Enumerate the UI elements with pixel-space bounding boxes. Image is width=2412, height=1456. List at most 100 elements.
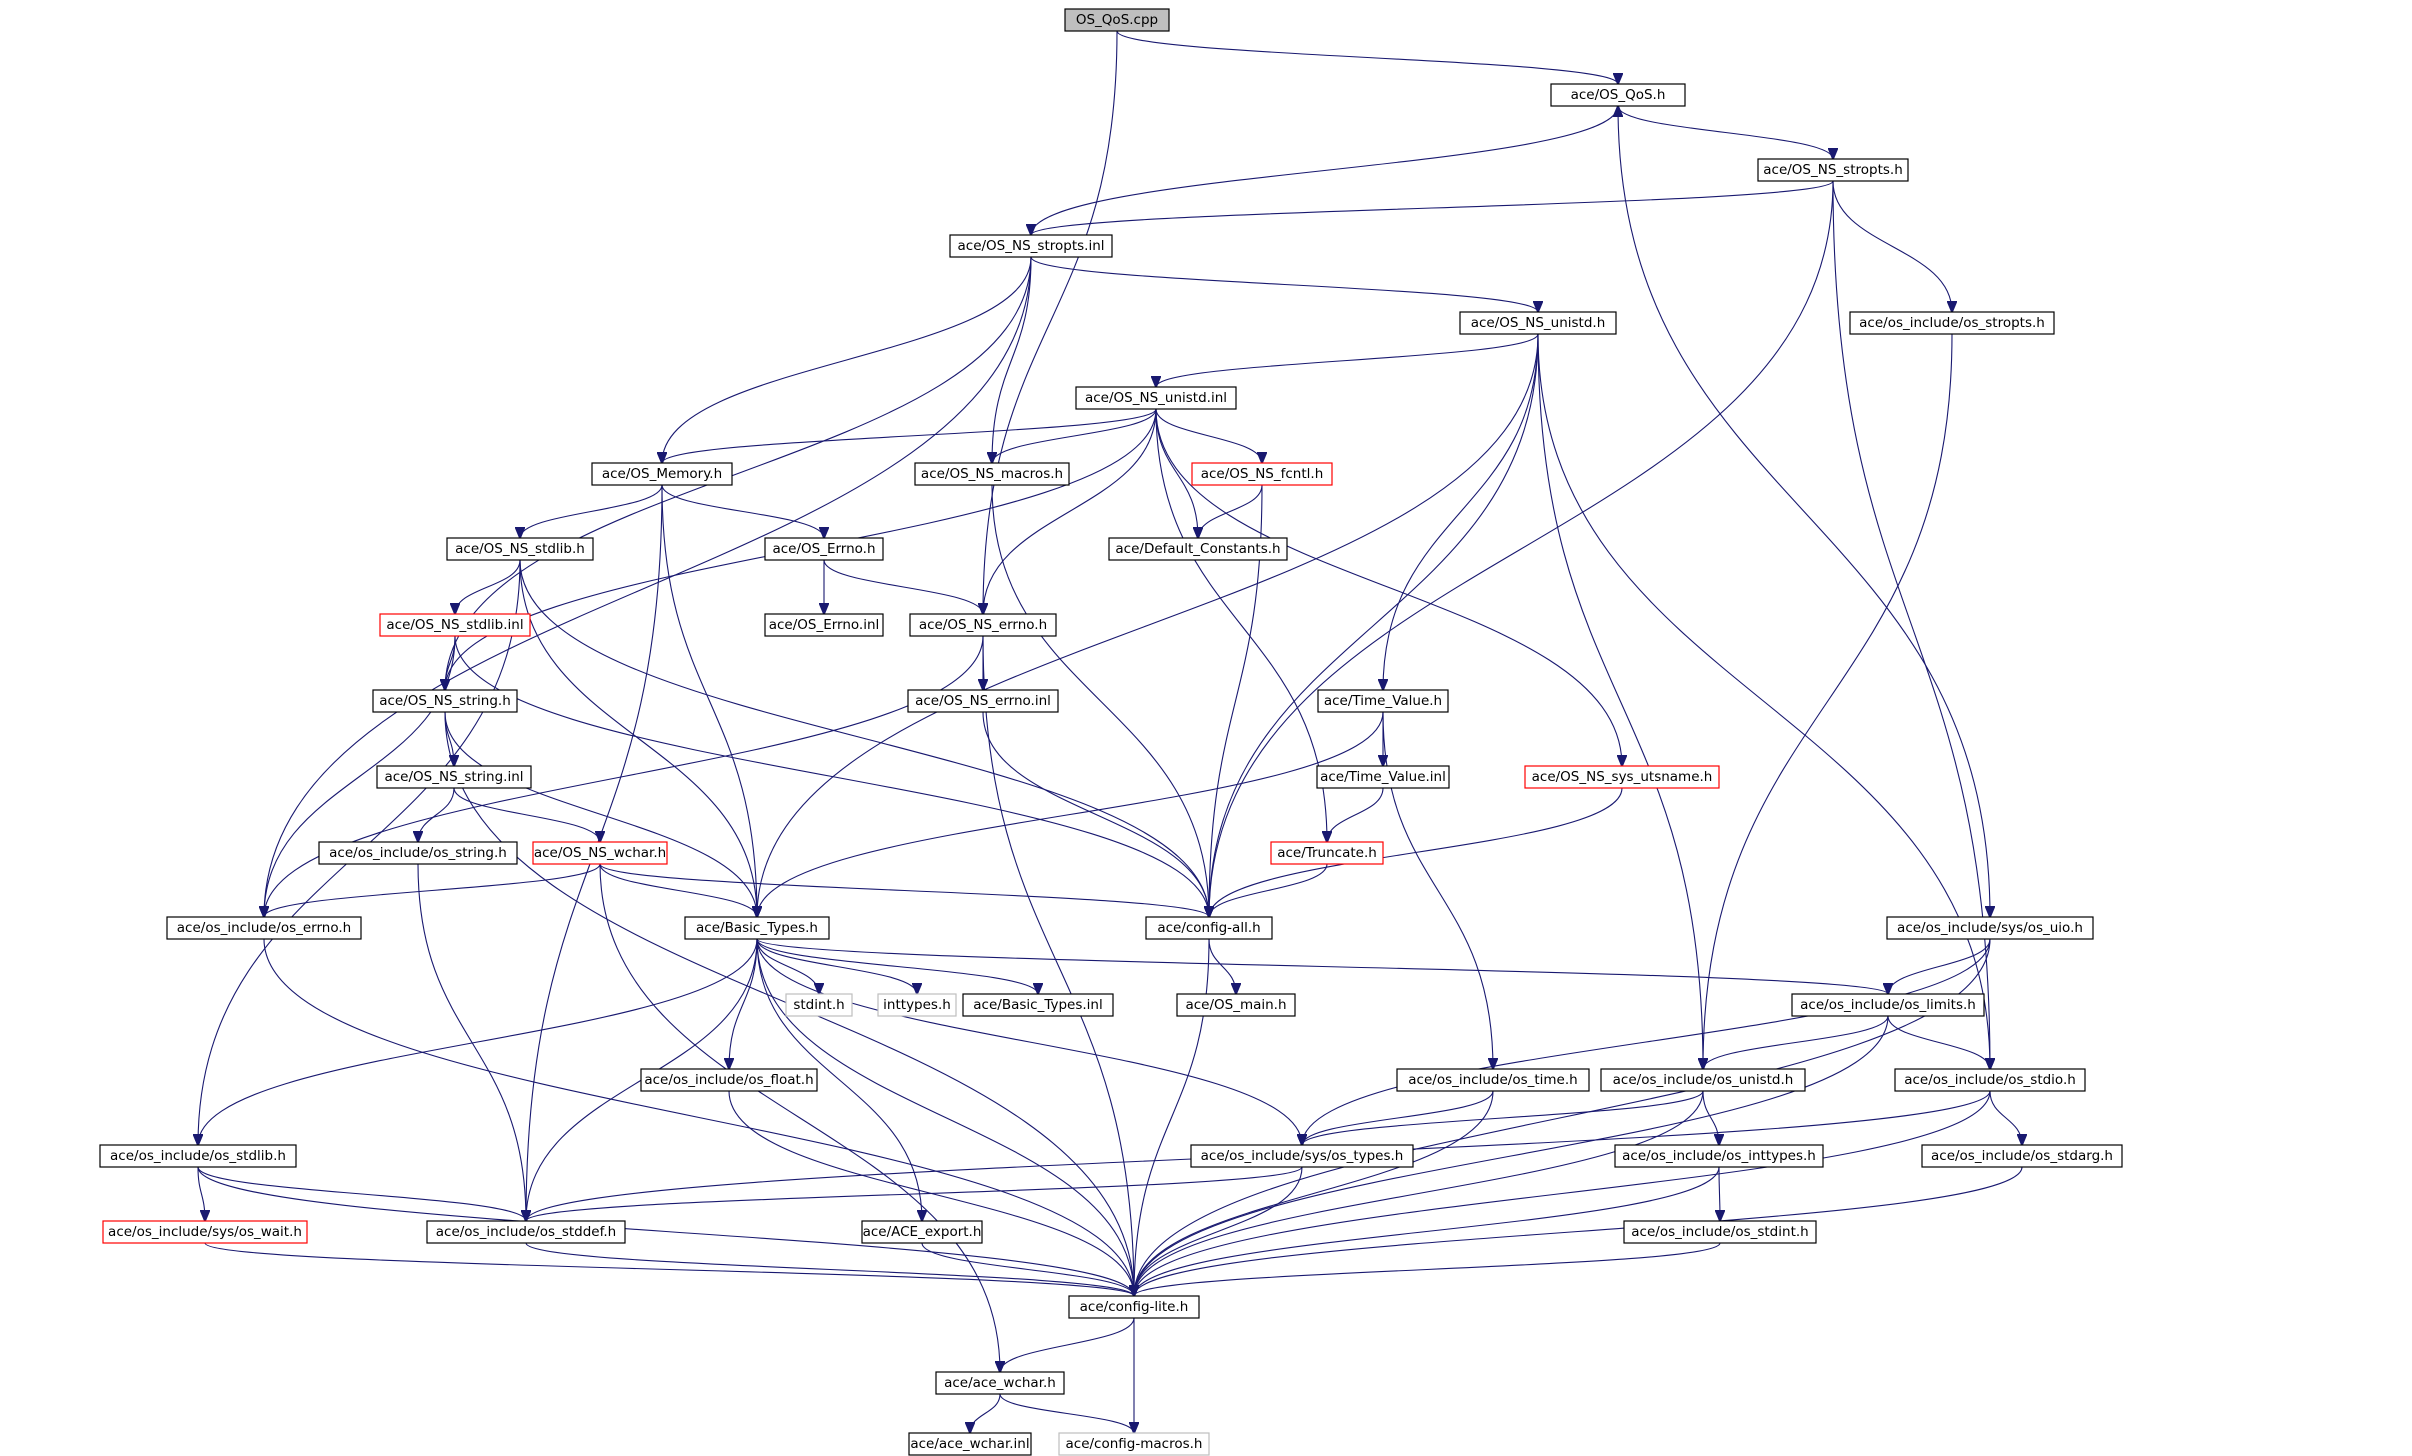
node-label: stdint.h (793, 997, 844, 1013)
node-box (372, 689, 518, 713)
edge-ns-stdlib-h-to-config-all-h (519, 559, 1209, 917)
edge-truncate-h-to-config-all-h (1209, 863, 1328, 917)
edge-ace-wchar-h-to-config-macros-h (999, 1393, 1134, 1433)
node-ns-fcntl-h[interactable]: ace/OS_NS_fcntl.h (1191, 462, 1333, 486)
node-ns-string-h[interactable]: ace/OS_NS_string.h (372, 689, 518, 713)
node-time-value-h[interactable]: ace/Time_Value.h (1317, 689, 1449, 713)
node-ace-wchar-inl[interactable]: ace/ace_wchar.inl (908, 1432, 1032, 1456)
node-label: ace/os_include/os_stropts.h (1859, 315, 2045, 331)
edge-config-all-h-to-config-lite-h (1134, 938, 1210, 1296)
node-osinc-inttypes-h[interactable]: ace/os_include/os_inttypes.h (1614, 1144, 1824, 1168)
edge-ns-wchar-h-to-basic-types-h (599, 863, 757, 917)
node-osinc-stdlib-h[interactable]: ace/os_include/os_stdlib.h (99, 1144, 297, 1168)
node-os-errno-inl[interactable]: ace/OS_Errno.inl (764, 613, 884, 637)
node-box (318, 841, 518, 865)
edge-ns-stropts-inl-to-os-qos-h (1030, 106, 1618, 236)
node-box (1921, 1144, 2123, 1168)
node-ace-wchar-h[interactable]: ace/ace_wchar.h (935, 1371, 1065, 1395)
node-os-errno-h[interactable]: ace/OS_Errno.h (764, 537, 884, 561)
edge-sys-os-uio-h-to-config-lite-h (1134, 938, 1991, 1296)
node-box (1524, 765, 1720, 789)
node-label: ace/os_include/sys/os_uio.h (1897, 920, 2083, 936)
node-osinc-stdio-h[interactable]: ace/os_include/os_stdio.h (1894, 1068, 2086, 1092)
node-box (1064, 8, 1170, 32)
node-box (1614, 1144, 1824, 1168)
node-box (1886, 916, 2094, 940)
edge-ns-stropts-inl-to-ns-macros-h (992, 256, 1032, 463)
node-osinc-errno-h[interactable]: ace/os_include/os_errno.h (166, 916, 362, 940)
node-os-qos-cpp[interactable]: OS_QoS.cpp (1064, 8, 1170, 32)
node-osinc-stddef-h[interactable]: ace/os_include/os_stddef.h (426, 1220, 626, 1244)
edge-basic-types-h-to-config-lite-h (756, 938, 1134, 1296)
node-ns-unistd-inl[interactable]: ace/OS_NS_unistd.inl (1075, 386, 1237, 410)
edge-osinc-stdlib-h-to-osinc-stddef-h (197, 1166, 526, 1221)
node-sys-os-uio-h[interactable]: ace/os_include/sys/os_uio.h (1886, 916, 2094, 940)
node-box (908, 1432, 1032, 1456)
edge-basic-types-h-to-inttypes-h (756, 938, 917, 994)
node-os-stropts-h[interactable]: ace/os_include/os_stropts.h (1849, 311, 2055, 335)
node-label: ace/OS_NS_stropts.inl (958, 238, 1105, 254)
node-osinc-limits-h[interactable]: ace/os_include/os_limits.h (1791, 993, 1985, 1017)
edge-osinc-stdlib-h-to-config-lite-h (197, 1166, 1134, 1296)
node-os-main-h[interactable]: ace/OS_main.h (1176, 993, 1296, 1017)
node-ns-unistd-h[interactable]: ace/OS_NS_unistd.h (1459, 311, 1617, 335)
node-os-qos-h[interactable]: ace/OS_QoS.h (1550, 83, 1686, 107)
node-default-constants-h[interactable]: ace/Default_Constants.h (1108, 537, 1288, 561)
edge-time-value-h-to-basic-types-h (757, 711, 1384, 917)
node-ns-stropts-inl[interactable]: ace/OS_NS_stropts.inl (949, 234, 1113, 258)
node-ns-stdlib-h[interactable]: ace/OS_NS_stdlib.h (446, 537, 594, 561)
node-osinc-stdint-h[interactable]: ace/os_include/os_stdint.h (1623, 1220, 1817, 1244)
node-osinc-time-h[interactable]: ace/os_include/os_time.h (1396, 1068, 1590, 1092)
node-ns-errno-inl[interactable]: ace/OS_NS_errno.inl (907, 689, 1059, 713)
edge-basic-types-h-to-ace-export-h (756, 938, 922, 1221)
node-ns-macros-h[interactable]: ace/OS_NS_macros.h (914, 462, 1070, 486)
node-ns-errno-h[interactable]: ace/OS_NS_errno.h (909, 613, 1057, 637)
node-box (1623, 1220, 1817, 1244)
edge-os-errno-h-to-ns-errno-h (823, 559, 983, 614)
node-basic-types-h[interactable]: ace/Basic_Types.h (684, 916, 830, 940)
node-box (764, 613, 884, 637)
node-box (1600, 1068, 1806, 1092)
edge-sys-os-types-h-to-config-lite-h (1134, 1166, 1303, 1296)
node-ns-sys-utsname-h[interactable]: ace/OS_NS_sys_utsname.h (1524, 765, 1720, 789)
node-label: ace/OS_NS_string.inl (384, 769, 523, 785)
node-label: ace/ace_wchar.h (944, 1375, 1056, 1391)
node-osinc-string-h[interactable]: ace/os_include/os_string.h (318, 841, 518, 865)
node-box (640, 1068, 818, 1092)
edge-osinc-inttypes-h-to-config-lite-h (1134, 1166, 1720, 1296)
node-ns-stdlib-inl[interactable]: ace/OS_NS_stdlib.inl (379, 613, 531, 637)
edge-ns-unistd-h-to-osinc-stdio-h (1537, 333, 1990, 1069)
node-box (1190, 1144, 1414, 1168)
node-stdint-h[interactable]: stdint.h (785, 993, 853, 1017)
node-ace-export-h[interactable]: ace/ACE_export.h (861, 1220, 983, 1244)
node-ns-string-inl[interactable]: ace/OS_NS_string.inl (376, 765, 532, 789)
node-box (1176, 993, 1296, 1017)
node-config-lite-h[interactable]: ace/config-lite.h (1068, 1295, 1200, 1319)
node-sys-os-wait-h[interactable]: ace/os_include/sys/os_wait.h (102, 1220, 308, 1244)
node-box (962, 993, 1114, 1017)
node-label: ace/OS_NS_wchar.h (534, 845, 666, 861)
node-label: ace/os_include/os_stdlib.h (110, 1148, 286, 1164)
edge-ns-stdlib-inl-to-osinc-errno-h (264, 635, 456, 917)
node-basic-types-inl[interactable]: ace/Basic_Types.inl (962, 993, 1114, 1017)
node-truncate-h[interactable]: ace/Truncate.h (1270, 841, 1384, 865)
node-osinc-unistd-h[interactable]: ace/os_include/os_unistd.h (1600, 1068, 1806, 1092)
edge-osinc-stdarg-h-to-config-lite-h (1134, 1166, 2023, 1296)
edge-os-qos-h-to-ns-stropts-h (1617, 105, 1833, 159)
node-config-all-h[interactable]: ace/config-all.h (1145, 916, 1273, 940)
node-box (1058, 1432, 1210, 1456)
node-config-macros-h[interactable]: ace/config-macros.h (1058, 1432, 1210, 1456)
node-osinc-float-h[interactable]: ace/os_include/os_float.h (640, 1068, 818, 1092)
edge-sys-os-uio-h-to-sys-os-types-h (1302, 938, 1991, 1145)
node-ns-wchar-h[interactable]: ace/OS_NS_wchar.h (532, 841, 668, 865)
node-label: ace/OS_Errno.h (772, 541, 875, 557)
nodes-layer: OS_QoS.cpp ace/OS_QoS.h ace/OS_NS_stropts.… (99, 8, 2123, 1456)
node-label: ace/os_include/os_stdint.h (1631, 1224, 1808, 1240)
node-time-value-inl[interactable]: ace/Time_Value.inl (1316, 765, 1450, 789)
node-sys-os-types-h[interactable]: ace/os_include/sys/os_types.h (1190, 1144, 1414, 1168)
node-os-memory-h[interactable]: ace/OS_Memory.h (591, 462, 733, 486)
node-ns-stropts-h[interactable]: ace/OS_NS_stropts.h (1757, 158, 1909, 182)
node-box (1396, 1068, 1590, 1092)
node-inttypes-h[interactable]: inttypes.h (877, 993, 957, 1017)
node-osinc-stdarg-h[interactable]: ace/os_include/os_stdarg.h (1921, 1144, 2123, 1168)
